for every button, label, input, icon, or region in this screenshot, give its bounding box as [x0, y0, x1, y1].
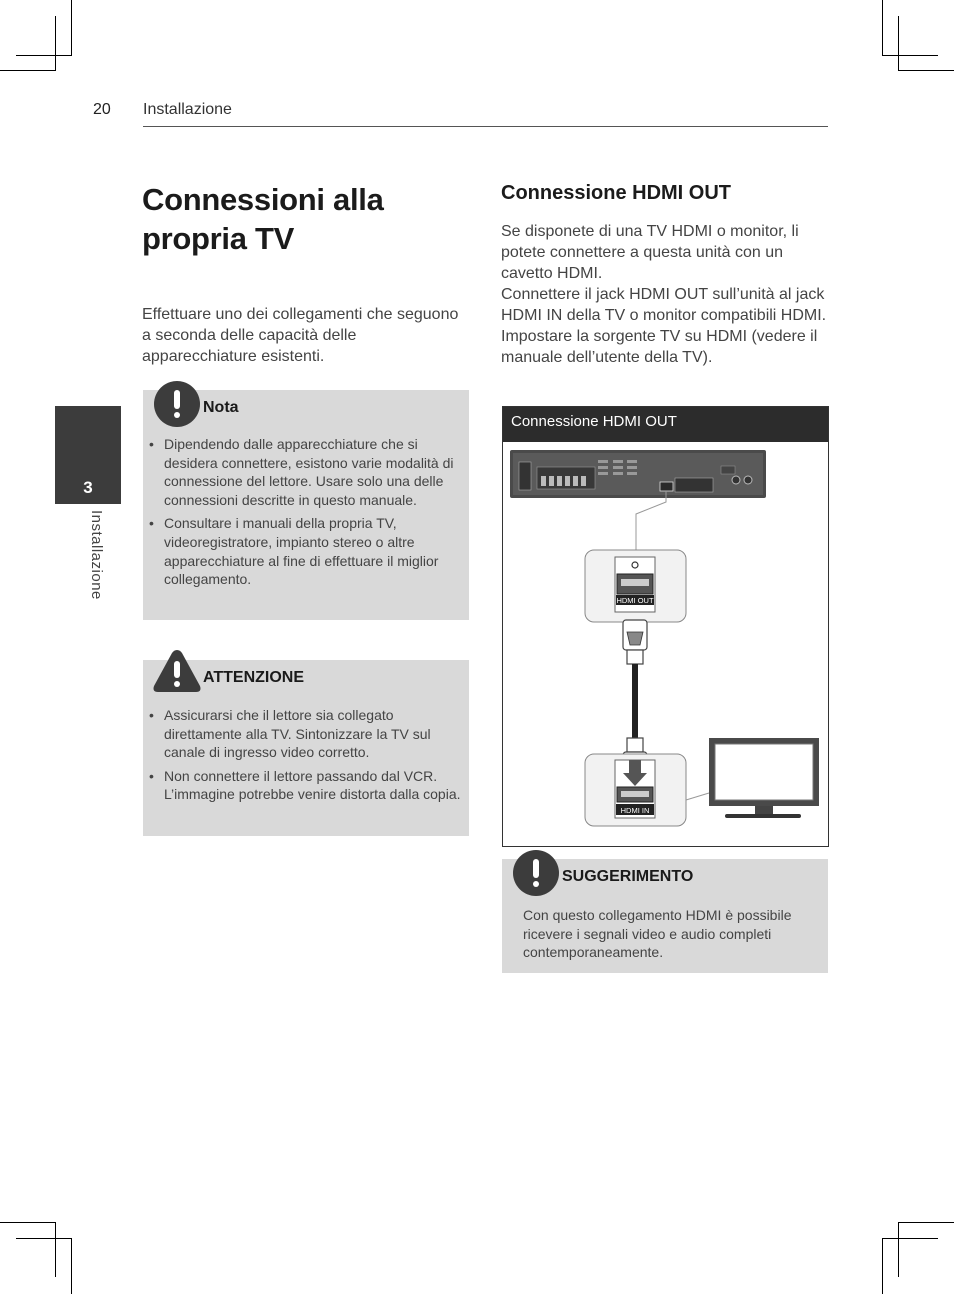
section-body: Se disponete di una TV HDMI o monitor, l… — [501, 221, 831, 368]
caution-title: ATTENZIONE — [203, 669, 305, 686]
tv-icon — [709, 738, 819, 818]
running-header: Installazione — [143, 101, 232, 118]
hdmi-in-label: HDMI IN — [621, 806, 650, 815]
exclamation-icon — [513, 850, 559, 896]
list-item: •Consultare i manuali della propria TV, … — [149, 515, 439, 588]
chapter-tab — [55, 406, 121, 504]
page-title: Connessioni alla propria TV — [142, 182, 384, 256]
list-item: •Assicurarsi che il lettore sia collegat… — [149, 707, 431, 761]
section-paragraph: Impostare la sorgente TV su HDMI (vedere… — [501, 328, 818, 366]
player-rear-panel — [510, 450, 766, 498]
hdmi-in-callout: HDMI IN — [584, 753, 710, 827]
chapter-number: 3 — [83, 478, 93, 497]
page-number: 20 — [93, 101, 111, 118]
section-title: Connessione HDMI OUT — [501, 182, 732, 204]
hdmi-out-label: HDMI OUT — [616, 596, 653, 605]
diagram-header: Connessione HDMI OUT — [503, 407, 828, 442]
note-title: Nota — [203, 399, 239, 416]
section-paragraph: Connettere il jack HDMI OUT sull’unità a… — [501, 286, 827, 324]
section-paragraph: Se disponete di una TV HDMI o monitor, l… — [501, 223, 799, 282]
tip-box: SUGGERIMENTO — [502, 850, 828, 973]
warning-icon — [153, 650, 201, 692]
list-item: •Dipendendo dalle apparecchiature che si… — [149, 436, 454, 508]
exclamation-icon — [154, 381, 200, 427]
intro-paragraph: Effettuare uno dei collegamenti che segu… — [142, 306, 459, 365]
note-box: Nota •Dipendendo dalle apparecchiature c… — [143, 381, 469, 620]
hdmi-diagram: Connessione HDMI OUT — [502, 406, 829, 847]
caution-list: •Assicurarsi che il lettore sia collegat… — [143, 706, 465, 809]
tip-text: Con questo collegamento HDMI è possibile… — [523, 907, 792, 961]
hdmi-out-callout: HDMI OUT — [584, 549, 687, 623]
list-item: •Non connettere il lettore passando dal … — [149, 767, 461, 803]
connection-illustration: HDMI OUT HDMI IN — [510, 450, 819, 827]
chapter-label: Installazione — [88, 510, 105, 600]
tip-title: SUGGERIMENTO — [562, 868, 694, 885]
diagram-title: Connessione HDMI OUT — [511, 413, 677, 430]
header-divider — [143, 126, 828, 127]
note-list: •Dipendendo dalle apparecchiature che si… — [143, 435, 465, 594]
caution-box: ATTENZIONE •Assicurarsi che il lettore s… — [143, 650, 469, 836]
